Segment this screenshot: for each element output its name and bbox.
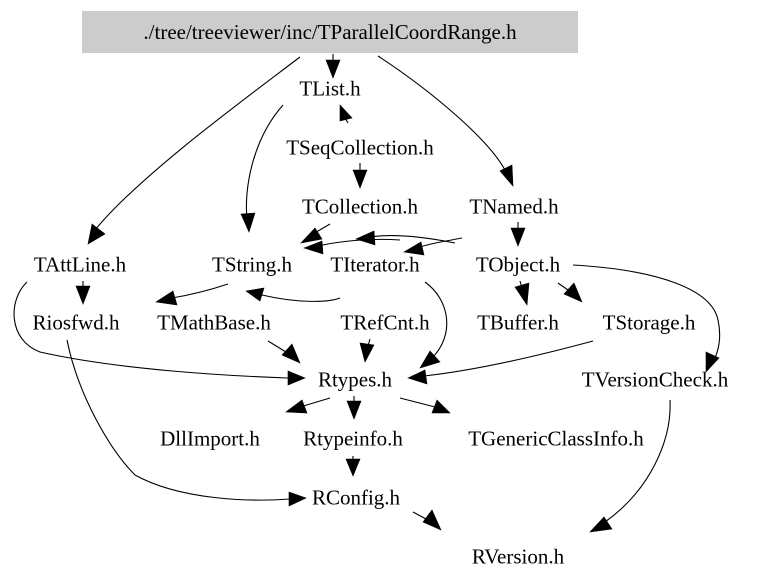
edge-tnamed-to-tstring xyxy=(355,230,456,246)
edge-tcollection-to-titerator xyxy=(303,238,401,255)
node-rversion[interactable]: RVersion.h xyxy=(471,544,565,569)
edge-tattline-to-riosfwd xyxy=(75,281,91,305)
node-tobject[interactable]: TObject.h xyxy=(475,252,561,277)
node-tmathbase[interactable]: TMathBase.h xyxy=(157,310,271,335)
node-riosfwd[interactable]: Riosfwd.h xyxy=(32,310,120,335)
node-tbuffer[interactable]: TBuffer.h xyxy=(477,310,559,335)
root-node-label: ./tree/treeviewer/inc/TParallelCoordRang… xyxy=(143,19,517,44)
edge-tlist-to-tstring xyxy=(240,104,284,233)
node-rtypeinfo[interactable]: Rtypeinfo.h xyxy=(303,426,403,451)
node-tattline[interactable]: TAttLine.h xyxy=(33,252,127,277)
edge-tnamed-to-trefcnt xyxy=(403,237,463,256)
edge-rtypeinfo-to-rconfig xyxy=(345,456,361,477)
edge-titerator-to-rtypes xyxy=(419,281,448,369)
node-rtypes[interactable]: Rtypes.h xyxy=(317,367,393,392)
edge-tmathbase-to-rtypes xyxy=(267,340,301,364)
node-tcollection[interactable]: TCollection.h xyxy=(301,194,419,219)
edge-tlist-to-tseqcollection xyxy=(339,104,353,124)
node-tstorage[interactable]: TStorage.h xyxy=(602,310,696,335)
node-rconfig[interactable]: RConfig.h xyxy=(311,485,401,510)
node-dllimport[interactable]: DllImport.h xyxy=(160,426,260,451)
edge-root-to-tlist xyxy=(325,54,341,79)
edge-tstring-to-tmathbase xyxy=(155,283,229,306)
node-tversioncheck[interactable]: TVersionCheck.h xyxy=(581,367,729,392)
root-node-tparallelcoordrange[interactable]: ./tree/treeviewer/inc/TParallelCoordRang… xyxy=(82,11,578,53)
edge-root-to-tnamed xyxy=(377,55,514,187)
edge-root-to-tattline xyxy=(87,56,301,245)
edge-tversioncheck-to-rversion xyxy=(589,399,671,533)
edge-tnamed-to-tobject xyxy=(510,222,526,247)
edge-trefcnt-to-rtypes xyxy=(359,338,375,363)
edge-tobject-to-tstorage xyxy=(557,282,583,303)
edge-tstorage-to-rtypes xyxy=(407,340,594,385)
node-tseqcollection[interactable]: TSeqCollection.h xyxy=(286,135,434,160)
edge-tcollection-to-tstring xyxy=(300,223,331,244)
edge-tobject-to-tversioncheck xyxy=(572,264,721,373)
edge-rtypes-to-dllimport xyxy=(285,397,331,414)
node-tnamed[interactable]: TNamed.h xyxy=(469,194,559,219)
edge-tstring-to-trefcnt xyxy=(245,287,341,302)
edge-riosfwd-to-rconfig xyxy=(66,339,307,507)
node-tgenericclassinfo[interactable]: TGenericClassInfo.h xyxy=(468,426,644,451)
edge-rtypes-to-rtypeinfo xyxy=(346,396,362,420)
edge-tobject-to-tbuffer xyxy=(514,280,530,306)
node-titerator[interactable]: TIterator.h xyxy=(330,252,420,277)
edge-rtypes-to-tgenericclassinfo xyxy=(399,397,451,414)
edge-tattline-to-rtypes xyxy=(13,281,306,386)
node-trefcnt[interactable]: TRefCnt.h xyxy=(340,310,430,335)
edge-rconfig-to-rversion xyxy=(412,509,442,531)
node-tstring[interactable]: TString.h xyxy=(212,252,292,277)
node-tlist[interactable]: TList.h xyxy=(299,76,361,101)
edge-tseqcollection-to-tcollection xyxy=(352,163,368,189)
